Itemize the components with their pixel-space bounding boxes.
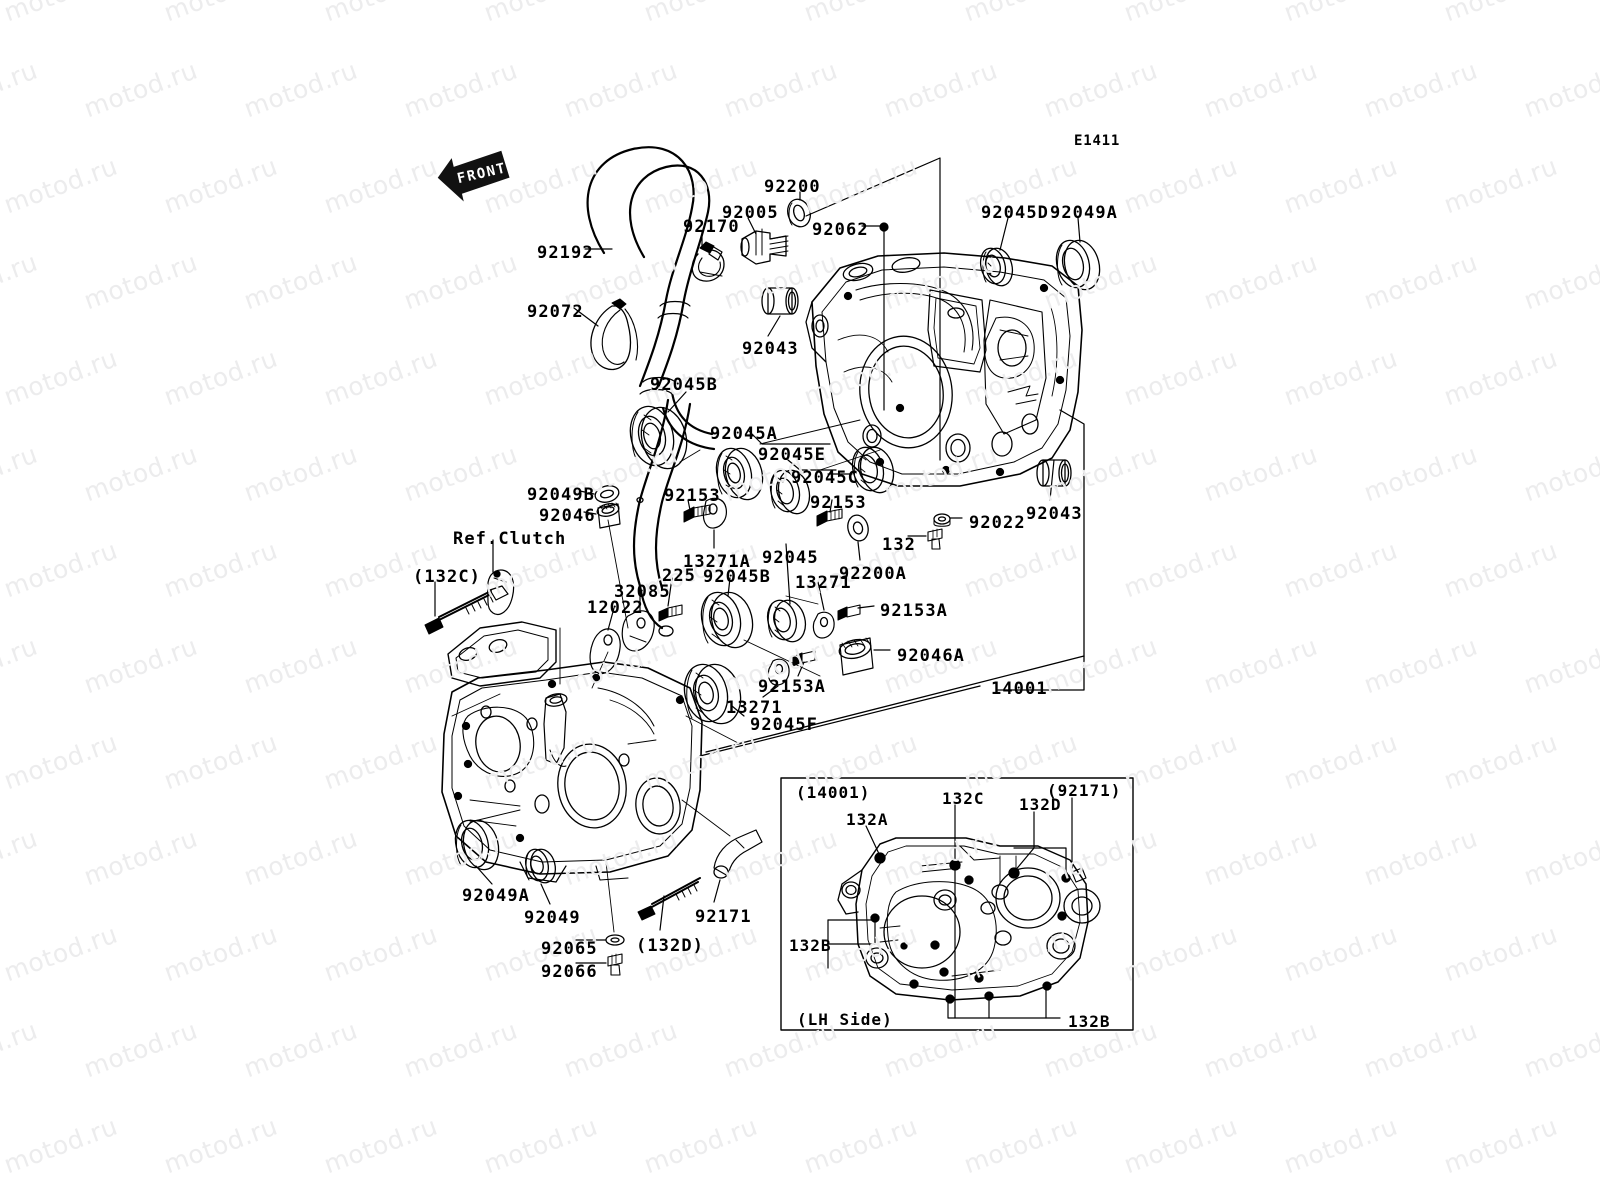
clutch-ref-lever [487, 569, 515, 615]
bearing-92045E [769, 469, 811, 515]
label-92046A[interactable]: 92046A [897, 646, 966, 666]
label-92005[interactable]: 92005 [722, 203, 779, 223]
fitting-92005 [740, 228, 789, 265]
label-92043-right[interactable]: 92043 [1026, 504, 1083, 524]
bearing-92045A [715, 447, 764, 501]
plug-92066 [607, 953, 623, 976]
label-12022[interactable]: 12022 [587, 598, 644, 618]
plate-13271A [702, 497, 727, 529]
label-92045C[interactable]: 92045C [791, 468, 860, 488]
inset-title-14001: (14001) [796, 783, 871, 802]
label-14001[interactable]: 14001 [991, 679, 1048, 699]
label-225[interactable]: 225 [662, 566, 697, 586]
label-92045[interactable]: 92045 [762, 548, 819, 568]
seal-92049B [594, 485, 620, 503]
label-92062[interactable]: 92062 [812, 220, 869, 240]
inset-label-132D[interactable]: 132D [1019, 795, 1062, 814]
label-ref-clutch[interactable]: Ref.Clutch [453, 529, 567, 549]
label-92045D[interactable]: 92045D [981, 203, 1050, 223]
label-92170[interactable]: 92170 [683, 217, 740, 237]
sheet-code: E1411 [1074, 133, 1121, 149]
oil-seal-92049A-right [1055, 239, 1101, 291]
label-132[interactable]: 132 [882, 535, 917, 555]
guide-12022 [589, 628, 621, 675]
label-13271-low[interactable]: 13271 [726, 698, 783, 718]
inset-label-132C[interactable]: 132C [942, 789, 985, 808]
bolt-92153-left [683, 504, 711, 523]
inset-label-132A[interactable]: 132A [846, 810, 889, 829]
label-92200[interactable]: 92200 [764, 177, 821, 197]
label-13271A[interactable]: 13271A [683, 552, 752, 572]
bearing-92045C [851, 446, 895, 494]
bolt-132 [927, 528, 943, 550]
label-32085[interactable]: 32085 [614, 582, 671, 602]
inset-label-lh-side: (LH Side) [797, 1010, 893, 1029]
bearing-92045B-upper [629, 405, 688, 470]
label-92200A[interactable]: 92200A [839, 564, 908, 584]
label-92171[interactable]: 92171 [695, 907, 752, 927]
label-92066[interactable]: 92066 [541, 962, 598, 982]
bushing-92043-right [1036, 459, 1072, 487]
plate-13271-mid [812, 611, 835, 639]
front-direction-marker: FRONT [430, 146, 514, 204]
bolt-92153-right [816, 508, 843, 527]
gasket-92065 [605, 934, 625, 946]
bolt-132C [424, 585, 509, 635]
label-92045A[interactable]: 92045A [710, 424, 779, 444]
bearing-92045B-lower [700, 591, 754, 649]
breather-hose-92192 [586, 146, 716, 637]
inset-box [780, 777, 1134, 1031]
bush-92046A [838, 637, 874, 676]
dowel-92171 [713, 829, 763, 879]
clamp-92170 [691, 241, 725, 282]
label-92153A-mid[interactable]: 92153A [880, 601, 949, 621]
bearing-92045D [979, 247, 1014, 287]
label-92192[interactable]: 92192 [537, 243, 594, 263]
leader-lines [434, 191, 1081, 964]
oil-seal-92049 [524, 848, 556, 884]
label-92046[interactable]: 92046 [539, 506, 596, 526]
bolt-132D [637, 877, 701, 921]
label-92045B-lower[interactable]: 92045B [703, 567, 772, 587]
label-92049B[interactable]: 92049B [527, 485, 596, 505]
label-92043-upper[interactable]: 92043 [742, 339, 799, 359]
right-crankcase-half [805, 252, 1083, 487]
bolt-225 [658, 604, 683, 622]
inset-label-92171[interactable]: (92171) [1047, 781, 1122, 800]
inset-label-132B-bottom[interactable]: 132B [1068, 1012, 1111, 1031]
label-92153-right[interactable]: 92153 [810, 493, 867, 513]
plate-13271-low [767, 658, 790, 686]
bearing-92045 [766, 599, 807, 643]
bush-92046 [596, 502, 621, 529]
bracket-32085 [621, 610, 655, 652]
label-92045F[interactable]: 92045F [750, 715, 819, 735]
label-92065[interactable]: 92065 [541, 939, 598, 959]
label-92072[interactable]: 92072 [527, 302, 584, 322]
clamp-92072 [590, 298, 639, 371]
washer-92200A [847, 514, 869, 542]
left-crankcase-half [441, 621, 703, 883]
bolt-92153A-low [792, 650, 816, 667]
label-92045B-upper[interactable]: 92045B [650, 375, 719, 395]
bearing-92045F [683, 663, 742, 725]
label-132C[interactable]: (132C) [413, 567, 482, 587]
bolt-92153A-mid [837, 604, 861, 621]
label-92049[interactable]: 92049 [524, 908, 581, 928]
oring-92200 [787, 198, 811, 228]
label-13271-mid[interactable]: 13271 [795, 573, 852, 593]
bushing-92043-upper [761, 287, 799, 315]
label-92153A-low[interactable]: 92153A [758, 677, 827, 697]
label-92049A-left[interactable]: 92049A [462, 886, 531, 906]
label-132D[interactable]: (132D) [636, 936, 705, 956]
label-92045E[interactable]: 92045E [758, 445, 827, 465]
washer-92022 [933, 513, 951, 527]
inset-leader-lines [827, 797, 1073, 1019]
label-92022[interactable]: 92022 [969, 513, 1026, 533]
inset-label-132B-left[interactable]: 132B [789, 936, 832, 955]
label-92153-left[interactable]: 92153 [664, 486, 721, 506]
assembly-brackets [451, 157, 1085, 933]
label-92049A-right[interactable]: 92049A [1050, 203, 1119, 223]
